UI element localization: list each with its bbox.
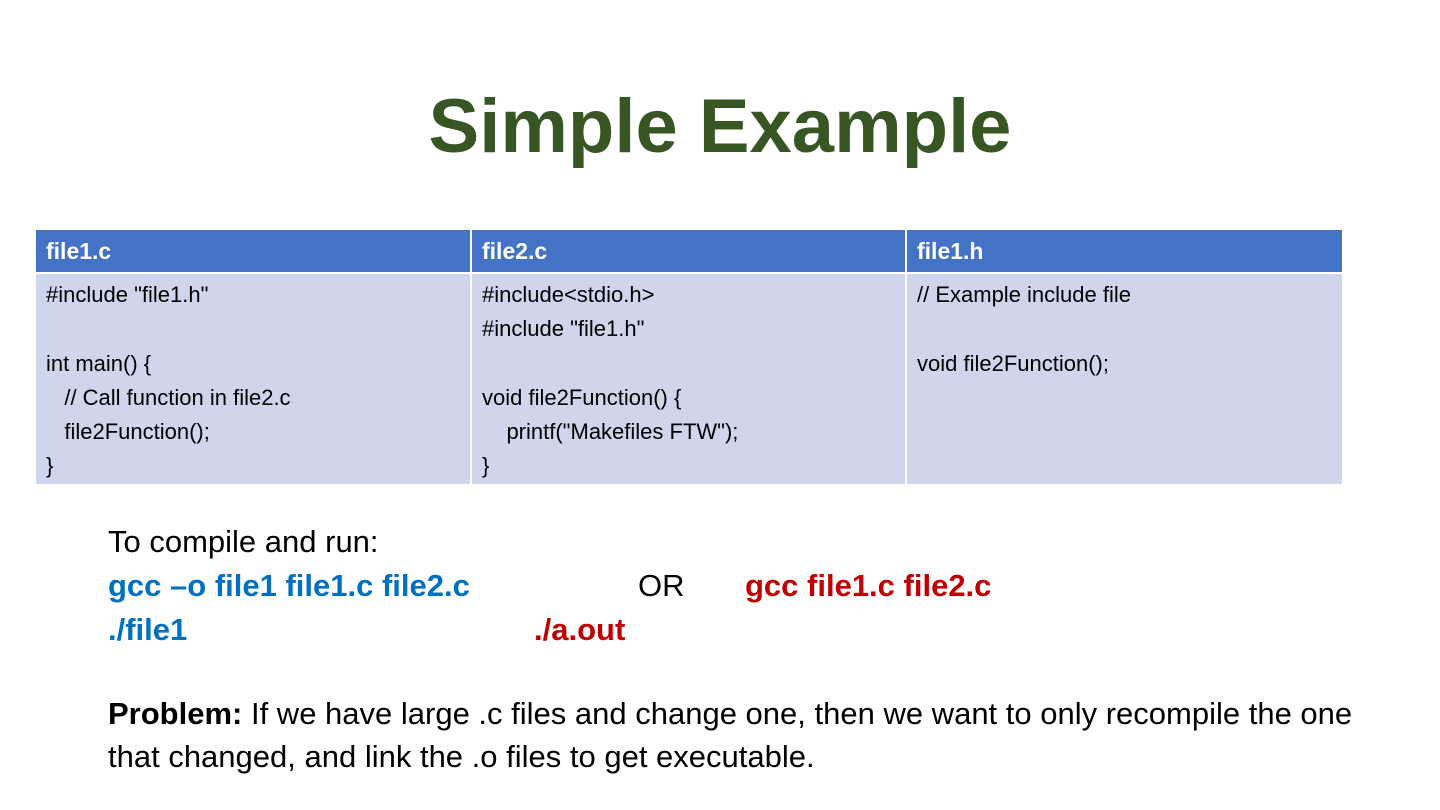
code-line: void file2Function() {: [482, 384, 682, 410]
code-line: #include "file1.h": [46, 282, 209, 307]
table-header-row: file1.c file2.c file1.h: [36, 230, 1342, 274]
code-cell-file1-h: // Example include file void file2Functi…: [905, 272, 1342, 484]
run-command-row: ./file1 ./a.out: [108, 608, 1308, 652]
compile-instructions: To compile and run: gcc –o file1 file1.c…: [108, 520, 1308, 652]
compile-heading: To compile and run:: [108, 524, 379, 559]
code-cell-file1-c: #include "file1.h" int main() { // Call …: [36, 272, 472, 484]
column-header-file1-c: file1.c: [36, 230, 472, 274]
code-line: #include "file1.h": [482, 316, 645, 342]
run-a-out-command: ./a.out: [534, 612, 626, 647]
code-line: [46, 312, 460, 346]
column-header-file1-h: file1.h: [905, 230, 1342, 274]
code-line: printf("Makefiles FTW");: [482, 419, 739, 445]
code-line: void file2Function();: [917, 350, 1109, 376]
compile-command-row: gcc –o file1 file1.c file2.c OR gcc file…: [108, 564, 1308, 608]
code-cell-file2-c: #include<stdio.h> #include "file1.h" voi…: [470, 272, 907, 484]
code-line: [482, 347, 895, 381]
code-table: file1.c file2.c file1.h #include "file1.…: [36, 230, 1342, 484]
code-line: // Call function in file2.c: [46, 384, 291, 410]
code-line: // Example include file: [917, 282, 1131, 307]
gcc-default-output-command: gcc file1.c file2.c: [745, 568, 992, 603]
code-line: int main() {: [46, 350, 152, 376]
code-line: }: [482, 453, 490, 479]
problem-label: Problem:: [108, 696, 243, 731]
code-line: [917, 312, 1332, 346]
slide-title: Simple Example: [428, 84, 1012, 169]
problem-statement: Problem: If we have large .c files and c…: [108, 692, 1368, 778]
code-line: #include<stdio.h>: [482, 282, 655, 307]
table-row: #include "file1.h" int main() { // Call …: [36, 272, 1342, 484]
gcc-named-output-command: gcc –o file1 file1.c file2.c: [108, 568, 470, 603]
problem-text: If we have large .c files and change one…: [108, 696, 1353, 774]
code-line: file2Function();: [46, 419, 210, 445]
column-header-file2-c: file2.c: [470, 230, 907, 274]
code-line: }: [46, 453, 54, 479]
or-label: OR: [638, 568, 685, 603]
run-file1-command: ./file1: [108, 612, 188, 647]
